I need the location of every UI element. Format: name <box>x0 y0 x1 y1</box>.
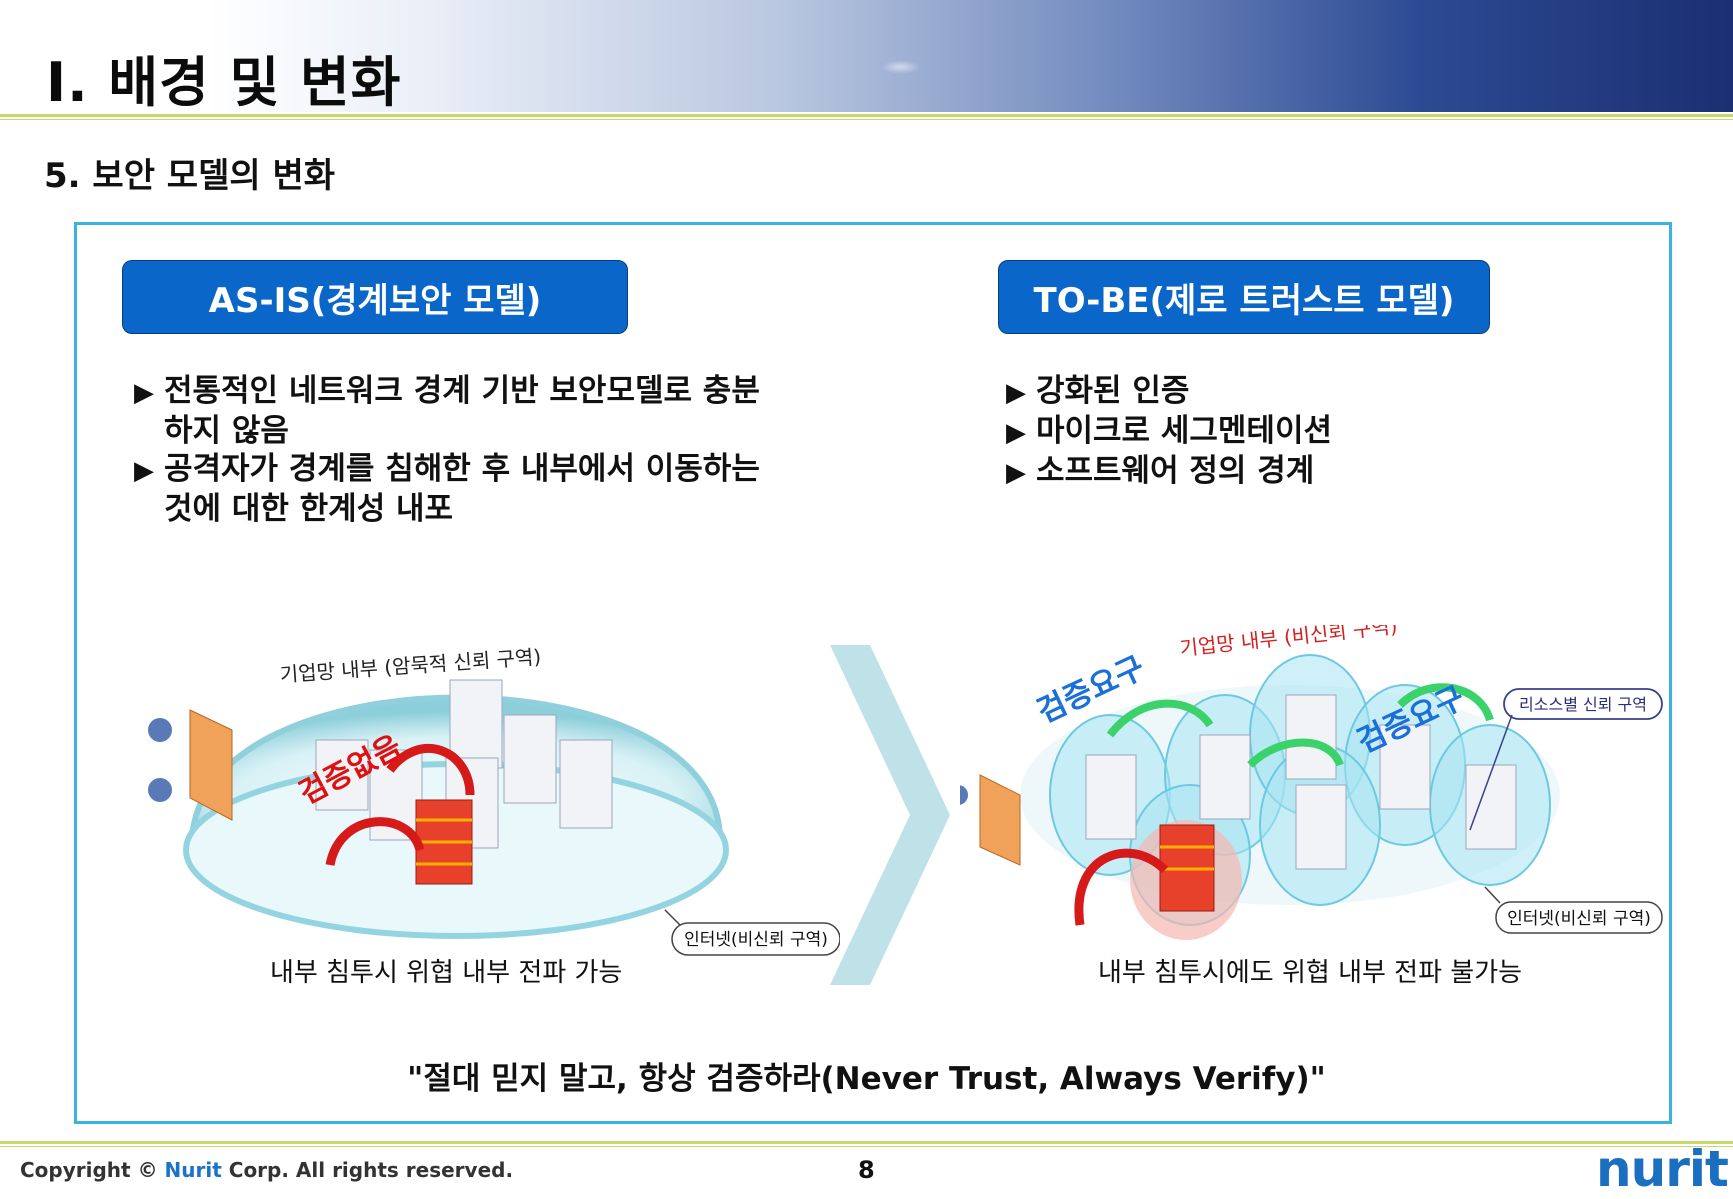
cloud-decoration <box>880 60 920 74</box>
zone-label: 기업망 내부 (비신뢰 구역) <box>1179 625 1399 660</box>
chevron-right-icon <box>830 645 950 985</box>
threat-arrow-icon <box>1074 848 1169 926</box>
server-stack-icon <box>1085 694 1517 870</box>
company-logo: nurit <box>1596 1140 1729 1198</box>
tobe-bullet: 마이크로 세그멘테이션 <box>1006 412 1566 452</box>
asis-caption: 내부 침투시 위협 내부 전파 가능 <box>270 958 623 988</box>
resource-label: 리소스별 신뢰 구역 <box>1519 695 1647 714</box>
threat-arrow-icon <box>386 743 475 796</box>
resource-badge <box>1503 688 1663 720</box>
footer-divider <box>0 1141 1733 1144</box>
header-divider-thin <box>0 119 1733 120</box>
asis-bullet: 공격자가 경계를 침해한 후 내부에서 이동하는 것에 대한 한계성 내포 <box>134 450 774 528</box>
verify-arrow-icon <box>1106 699 1214 738</box>
infected-server-icon <box>1130 820 1242 940</box>
firewall-icon <box>148 709 233 821</box>
page-title: Ⅰ. 배경 및 변화 <box>46 51 402 114</box>
content-frame <box>74 222 1672 1124</box>
infected-server-icon <box>415 799 473 885</box>
tobe-illustration: 기업망 내부 (비신뢰 구역) 검증요구 검증요구 리소스별 신뢰 구역 인터넷… <box>960 625 1663 940</box>
copyright-prefix: Copyright © <box>20 1158 165 1182</box>
asis-title: AS-IS(경계보안 모델) <box>122 260 628 334</box>
tobe-bullet: 소프트웨어 정의 경계 <box>1006 452 1566 492</box>
tobe-bullets: 강화된 인증 마이크로 세그멘테이션 소프트웨어 정의 경계 <box>1006 372 1566 492</box>
tobe-caption: 내부 침투시에도 위협 내부 전파 불가능 <box>1098 958 1523 988</box>
section-title: 5. 보안 모델의 변화 <box>44 156 336 196</box>
quote: "절대 믿지 말고, 항상 검증하라(Never Trust, Always V… <box>407 1061 1326 1097</box>
internet-label: 인터넷(비신뢰 구역) <box>1507 909 1651 929</box>
asis-bullets: 전통적인 네트워크 경계 기반 보안모델로 충분하지 않음 공격자가 경계를 침… <box>134 372 774 528</box>
header-divider <box>0 114 1733 117</box>
copyright-suffix: Corp. All rights reserved. <box>221 1158 514 1182</box>
page-number: 8 <box>858 1156 875 1184</box>
asis-illustration: 기업망 내부 (암묵적 신뢰 구역) 검증없음 인터넷(비신뢰 구역) <box>148 645 840 956</box>
header-banner <box>0 0 1733 112</box>
copyright: Copyright © Nurit Corp. All rights reser… <box>20 1158 513 1182</box>
tobe-title: TO-BE(제로 트러스트 모델) <box>998 260 1490 334</box>
internet-badge <box>1495 901 1663 934</box>
threat-arrow-icon <box>325 817 425 867</box>
tobe-bullet: 강화된 인증 <box>1006 372 1566 412</box>
internet-label: 인터넷(비신뢰 구역) <box>684 930 828 950</box>
internet-badge <box>671 922 840 956</box>
footer-divider-thin <box>0 1146 1733 1147</box>
verify-arrow-icon <box>1397 683 1494 722</box>
copyright-brand: Nurit <box>164 1158 222 1182</box>
firewall-icon <box>960 774 1021 866</box>
asis-bullet: 전통적인 네트워크 경계 기반 보안모델로 충분하지 않음 <box>134 372 774 450</box>
verify-arrow-icon <box>1247 738 1344 768</box>
